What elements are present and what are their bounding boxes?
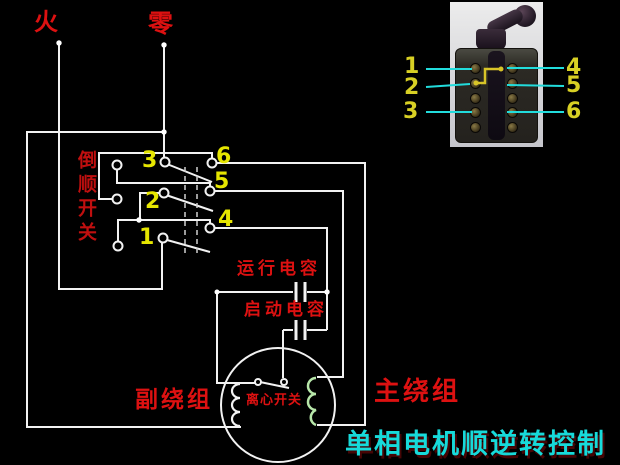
main-winding-coil bbox=[306, 376, 317, 427]
left-post-top bbox=[111, 159, 123, 171]
wire-5-to-main-top bbox=[215, 190, 344, 378]
reversing-switch-photo bbox=[450, 2, 543, 147]
neutral-terminal-dot bbox=[161, 42, 167, 48]
blade-3 bbox=[166, 163, 213, 183]
centrifugal-blade bbox=[259, 381, 290, 389]
terminal-screw bbox=[470, 78, 481, 89]
photo-callout-6: 6 bbox=[566, 99, 582, 124]
terminal-screw bbox=[507, 63, 518, 74]
contact-number-4: 4 bbox=[218, 207, 234, 232]
switch-body bbox=[455, 48, 538, 143]
terminal-screw bbox=[470, 63, 481, 74]
auxiliary-winding-label: 副绕组 bbox=[135, 387, 213, 413]
photo-callout-2: 2 bbox=[404, 75, 420, 100]
contact-number-3: 3 bbox=[142, 148, 158, 173]
switch-center-shaft bbox=[488, 51, 505, 140]
diagram-title: 单相电机顺逆转控制 bbox=[345, 429, 606, 460]
contact-2-terminal bbox=[158, 187, 170, 199]
photo-callout-1: 1 bbox=[404, 54, 420, 79]
terminal-screw bbox=[507, 93, 518, 104]
terminal-screw bbox=[507, 78, 518, 89]
terminal-screw bbox=[507, 122, 518, 133]
contact-number-6: 6 bbox=[216, 144, 232, 169]
terminal-screw bbox=[470, 122, 481, 133]
switch-handle-base-icon bbox=[476, 29, 506, 50]
terminal-screw bbox=[470, 107, 481, 118]
centrifugal-left-contact bbox=[254, 378, 262, 386]
neutral-outer-loop bbox=[26, 131, 241, 428]
neutral-wire-label: 零 bbox=[148, 9, 174, 38]
running-capacitor-label: 运行电容 bbox=[237, 259, 321, 279]
live-terminal-dot bbox=[56, 40, 62, 46]
contact-number-1: 1 bbox=[139, 225, 155, 250]
contact-number-5: 5 bbox=[214, 169, 230, 194]
centrifugal-switch-label: 离心开关 bbox=[246, 393, 303, 408]
reversing-switch-label: 倒顺开关 bbox=[75, 150, 97, 246]
contact-4-terminal bbox=[204, 222, 216, 234]
main-winding-label: 主绕组 bbox=[374, 377, 462, 407]
centrifugal-right-contact bbox=[280, 378, 288, 386]
switch-linkage-dashes bbox=[184, 167, 198, 253]
blade-1 bbox=[166, 239, 211, 253]
terminal-screw bbox=[470, 93, 481, 104]
live-wire-label: 火 bbox=[34, 8, 58, 36]
photo-callout-4: 4 bbox=[566, 55, 582, 80]
contact-number-2: 2 bbox=[145, 189, 161, 214]
wire-6-to-main-bottom bbox=[217, 162, 366, 426]
auxiliary-winding-coil bbox=[230, 382, 241, 428]
pole-to-4 bbox=[117, 219, 211, 241]
blade-2 bbox=[165, 194, 214, 212]
contact-1-terminal bbox=[157, 232, 169, 244]
contact-3-terminal bbox=[159, 156, 171, 168]
left-post-middle bbox=[111, 193, 123, 205]
starting-capacitor-label: 启动电容 bbox=[244, 300, 328, 320]
left-post-bottom bbox=[112, 240, 124, 252]
crossover-to-5 bbox=[116, 170, 211, 186]
photo-callout-5: 5 bbox=[566, 73, 582, 98]
junction-dots bbox=[56, 40, 330, 295]
terminal-screw bbox=[507, 107, 518, 118]
photo-callout-3: 3 bbox=[403, 99, 419, 124]
